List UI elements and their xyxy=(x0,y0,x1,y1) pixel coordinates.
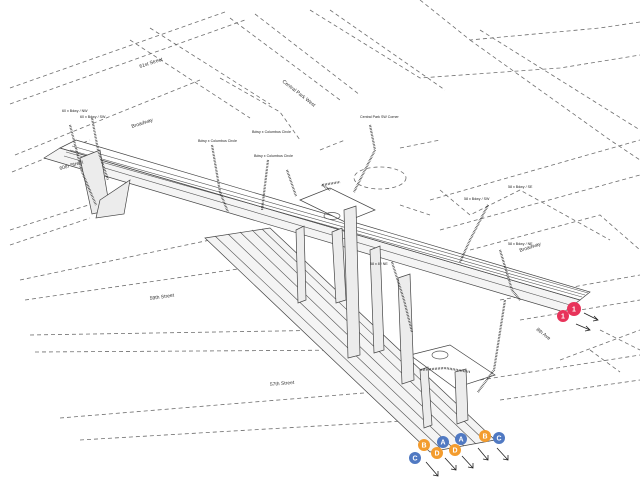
entrance-label-bdwy-cc-1: Bdwy x Columbus Circle xyxy=(198,139,237,143)
line-badge-a-1 xyxy=(437,436,449,448)
line-badge-a-2-label: A xyxy=(458,437,463,444)
upper-platform xyxy=(43,139,591,313)
street-label-61st: 61st Street xyxy=(139,57,164,70)
line-badge-b-1 xyxy=(418,439,430,451)
line-badge-1-lower xyxy=(557,310,569,322)
entrance-label-ne58: 58 x Bdwy / NE xyxy=(508,242,533,246)
line-badge-a-1-label: A xyxy=(440,440,445,447)
line-badge-1-lower-label: 1 xyxy=(561,314,565,321)
street-label-59th: 59th Street xyxy=(149,293,175,302)
line-badge-1-upper-label: 1 xyxy=(572,307,576,314)
line-badge-c-2-label: C xyxy=(496,436,501,443)
entrance-label-bdwy-cc-3: Bdwy x Columbus Circle xyxy=(254,154,293,158)
entrance-labels: 60 x Bdwy / NW 60 x Bdwy / SW Bdwy x Col… xyxy=(62,109,533,266)
line-badge-b-1-label: B xyxy=(421,443,426,450)
street-label-8th-ave: 8th Ave xyxy=(535,327,552,342)
entrance-label-58x8: 58 x 8 / NE xyxy=(370,262,388,266)
line-badge-c-1 xyxy=(409,452,421,464)
street-label-broadway-north: Broadway xyxy=(131,117,154,130)
line-badge-b-2 xyxy=(479,430,491,442)
street-grid xyxy=(9,0,640,441)
entrance-label-nw60: 60 x Bdwy / NW xyxy=(62,109,88,113)
entrance-label-bdwy-cc-2: Bdwy x Columbus Circle xyxy=(252,130,291,134)
line-badge-d-1 xyxy=(431,447,443,459)
street-label-57th: 57th Street xyxy=(270,380,295,388)
line-badges-lower: B C A D A D B C xyxy=(409,430,509,477)
entrance-label-se58: 58 x Bdwy / SE xyxy=(508,185,533,189)
street-label-central-park-west: Central Park West xyxy=(281,79,317,109)
entrance-label-sw58: 58 x Bdwy / SW xyxy=(464,197,490,201)
line-badge-b-2-label: B xyxy=(482,434,487,441)
line-badge-c-2 xyxy=(493,432,505,444)
line-badge-d-2 xyxy=(449,444,461,456)
line-badge-c-1-label: C xyxy=(412,456,417,463)
line-badge-a-2 xyxy=(455,433,467,445)
direction-arrows xyxy=(425,447,509,477)
line-badge-d-1-label: D xyxy=(434,451,439,458)
entrance-label-sw60: 60 x Bdwy / SW xyxy=(80,115,106,119)
entrance-label-central-park-sw: Central Park SW Corner xyxy=(360,115,400,119)
line-badge-1-upper xyxy=(567,302,581,316)
line-badge-d-2-label: D xyxy=(452,448,457,455)
line-badges-red: 1 1 xyxy=(557,302,599,332)
stairways xyxy=(68,117,521,393)
